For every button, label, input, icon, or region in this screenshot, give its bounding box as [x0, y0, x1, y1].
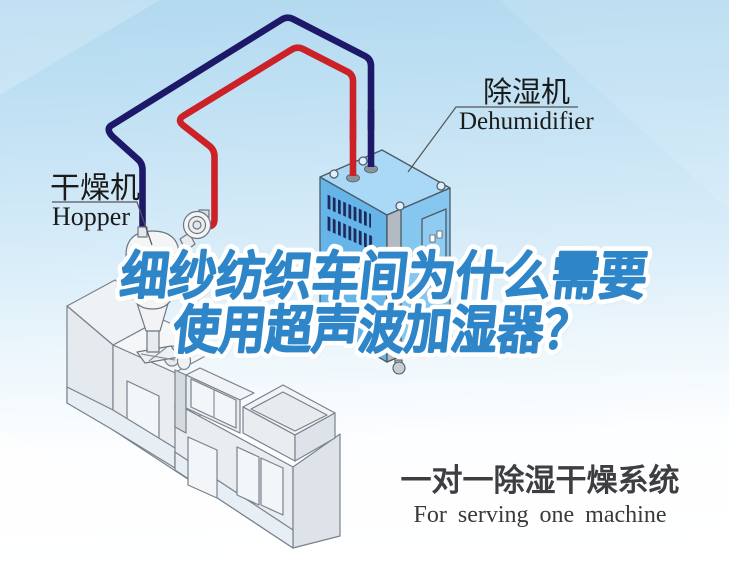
labels: 干燥机 Hopper 除湿机 Dehumidifier	[50, 75, 594, 231]
svg-text:细纱纺织车间为什么需要: 细纱纺织车间为什么需要	[120, 249, 653, 310]
dehumidifier-label-en: Dehumidifier	[459, 108, 594, 135]
caption-zh: 一对一除湿干燥系统	[401, 463, 680, 499]
svg-text:细纱纺织车间为什么需要: 细纱纺织车间为什么需要	[118, 245, 651, 306]
hopper-label-zh: 干燥机	[50, 171, 140, 206]
svg-text:使用超声波加湿器？: 使用超声波加湿器？	[170, 300, 593, 361]
title-line2: 使用超声波加湿器？	[170, 300, 593, 361]
lifting-eyelets	[329, 156, 446, 211]
return-pipe-blue	[105, 14, 375, 244]
dehumidifier-label-zh: 除湿机	[483, 75, 570, 109]
svg-text:使用超声波加湿器？: 使用超声波加湿器？	[172, 304, 595, 365]
main-title: 细纱纺织车间为什么需要 使用超声波加湿器？ 细纱纺织车间为什么需要 使用超声波加…	[112, 240, 656, 366]
dehumidifier-leader-line	[407, 106, 578, 173]
production-machine	[66, 279, 341, 549]
title-line1: 细纱纺织车间为什么需要	[118, 245, 651, 306]
hopper-label-en: Hopper	[52, 202, 130, 231]
bottom-caption: 一对一除湿干燥系统 For serving one machine	[401, 463, 680, 528]
hopper-dryer	[125, 209, 212, 364]
caption-en: For serving one machine	[414, 502, 667, 528]
hopper-leader-line	[52, 201, 153, 246]
supply-pipe-red	[176, 44, 357, 230]
